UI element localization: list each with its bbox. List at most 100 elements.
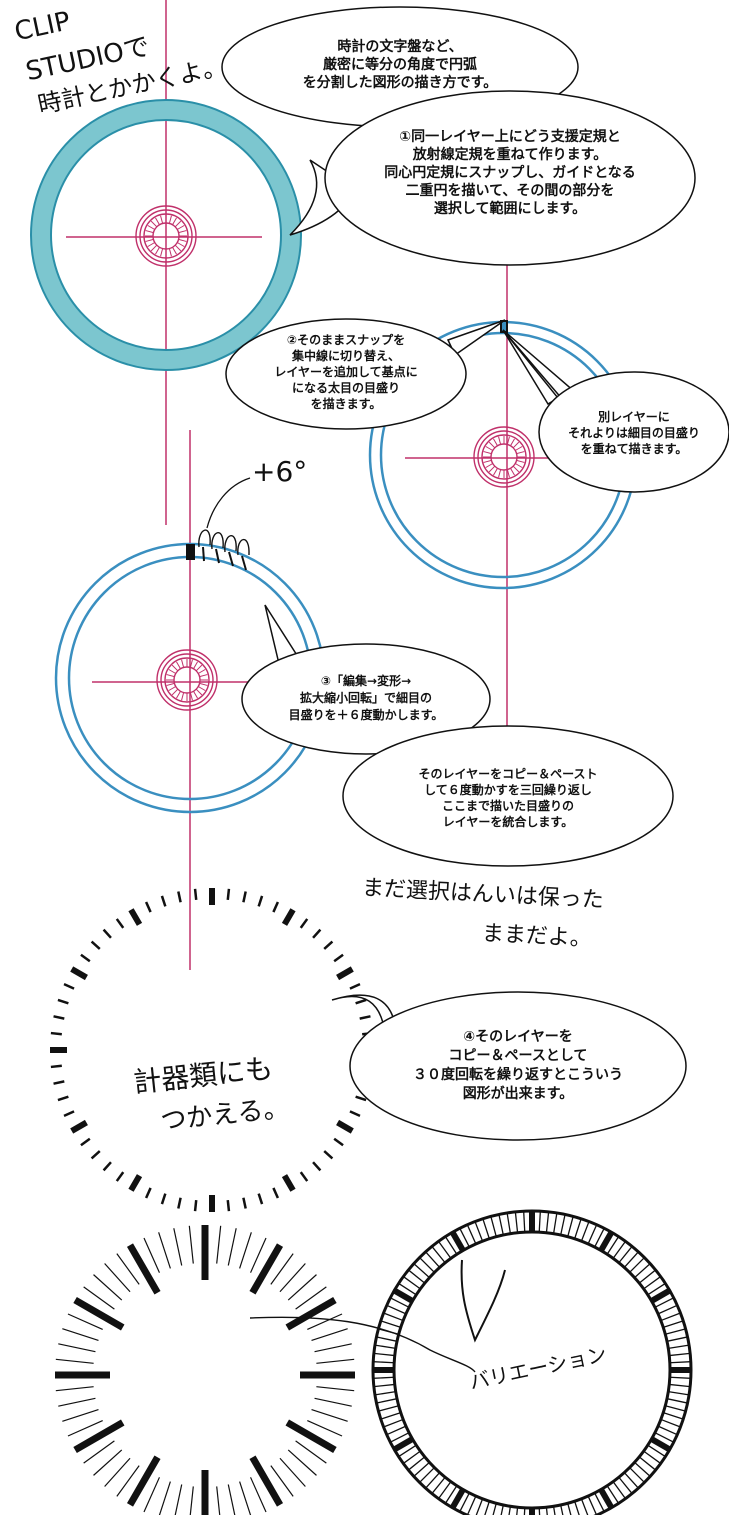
gauge-tick bbox=[55, 1358, 94, 1364]
gauge-tick bbox=[58, 1343, 96, 1353]
bubble-separate-layer-line: それよりは細目の目盛り bbox=[568, 426, 700, 440]
bezel-stripe bbox=[374, 1344, 396, 1350]
bezel-stripe bbox=[398, 1282, 417, 1296]
hub-spoke bbox=[147, 242, 155, 247]
dial-tick bbox=[242, 1197, 247, 1209]
variation-pointer-2 bbox=[249, 1316, 476, 1373]
figure-5-gauge bbox=[55, 1225, 355, 1515]
gauge-tick bbox=[216, 1486, 221, 1515]
bezel-stripe bbox=[438, 1240, 452, 1259]
hub-spoke bbox=[171, 664, 179, 672]
bezel-stripe bbox=[634, 1461, 651, 1477]
hub-spoke bbox=[193, 691, 198, 699]
gauge-tick bbox=[158, 1481, 171, 1515]
hub-spoke bbox=[510, 468, 515, 476]
gauge-tick bbox=[116, 1253, 140, 1285]
bezel-stripe bbox=[666, 1336, 688, 1342]
dial-tick bbox=[336, 966, 354, 981]
gauge-tick bbox=[314, 1397, 352, 1407]
hub-spoke bbox=[174, 244, 182, 252]
dial-tick bbox=[57, 1095, 69, 1102]
hub-spoke bbox=[178, 230, 187, 234]
gauge-tick bbox=[83, 1440, 115, 1464]
bezel-stripe bbox=[669, 1376, 691, 1379]
hub-spoke bbox=[189, 659, 193, 668]
dial-tick bbox=[349, 1110, 361, 1118]
hub-spoke bbox=[498, 469, 502, 478]
bezel-stripe bbox=[383, 1418, 404, 1428]
hub-ring bbox=[473, 426, 535, 488]
dial-tick bbox=[63, 1110, 75, 1118]
hub-spoke bbox=[506, 469, 510, 478]
hub-ring bbox=[139, 209, 193, 263]
dial-tick bbox=[355, 998, 367, 1005]
hub-spoke bbox=[199, 682, 208, 686]
bezel-stripe bbox=[665, 1405, 686, 1412]
dial-tick bbox=[359, 1015, 371, 1020]
gauge-tick bbox=[285, 1296, 337, 1331]
dial-tick bbox=[70, 1119, 88, 1134]
hub-ring bbox=[164, 657, 210, 703]
bezel-stripe bbox=[594, 1228, 605, 1248]
dial-tick bbox=[50, 1031, 62, 1036]
bezel-stripe bbox=[669, 1383, 691, 1388]
bezel-stripe bbox=[484, 1501, 490, 1515]
dial-tick bbox=[299, 1171, 309, 1182]
dial-tick bbox=[53, 1015, 65, 1020]
dial-tick bbox=[272, 1187, 280, 1199]
gauge-tick bbox=[307, 1313, 343, 1330]
bezel-stripe bbox=[449, 1230, 466, 1252]
bezel-stripe bbox=[383, 1312, 404, 1322]
hub-ring bbox=[143, 213, 189, 259]
bezel-stripe bbox=[538, 1507, 541, 1515]
bubble-step2-line: を描きます。 bbox=[310, 397, 382, 411]
bezel-stripe bbox=[594, 1492, 605, 1512]
gauge-tick bbox=[93, 1449, 123, 1476]
bezel-stripe bbox=[392, 1436, 414, 1453]
bezel-stripe bbox=[567, 1216, 574, 1237]
bezel-stripe bbox=[552, 1212, 558, 1234]
hub-spoke bbox=[488, 441, 496, 449]
hub-spoke bbox=[493, 438, 498, 446]
hub-ring bbox=[477, 430, 531, 484]
hub-spoke bbox=[199, 674, 208, 678]
bezel-stripe bbox=[587, 1495, 598, 1515]
dial-tick bbox=[102, 1161, 112, 1172]
gauge-tick bbox=[279, 1457, 306, 1487]
dial-tick bbox=[333, 1137, 344, 1147]
bubble-intro-line: を分割した図形の描き方です。 bbox=[302, 75, 498, 91]
dial-tick bbox=[281, 1174, 296, 1192]
bezel-stripe bbox=[612, 1240, 626, 1259]
gauge-tick bbox=[189, 1486, 194, 1515]
bezel-stripe bbox=[373, 1383, 395, 1388]
dial-tick bbox=[115, 1171, 125, 1182]
figure-6-bezel bbox=[371, 1209, 693, 1515]
gauge-tick bbox=[104, 1263, 131, 1293]
dial-tick bbox=[90, 1150, 101, 1160]
gauge-tick bbox=[314, 1343, 352, 1353]
dial-tick bbox=[80, 1137, 91, 1147]
gauge-tick bbox=[311, 1328, 348, 1341]
hub-spoke bbox=[177, 225, 185, 230]
bezel-stripe bbox=[580, 1221, 590, 1242]
gauge-tick bbox=[227, 1484, 236, 1515]
hub-ring bbox=[481, 434, 527, 480]
hub-spoke bbox=[145, 230, 154, 234]
bezel-stripe bbox=[657, 1425, 678, 1436]
gauge-tick bbox=[249, 1243, 284, 1295]
bezel-stripe bbox=[606, 1236, 620, 1255]
bezel-stripe bbox=[490, 1216, 497, 1237]
bubble-step3 bbox=[241, 643, 491, 755]
bezel-stripe bbox=[647, 1444, 666, 1458]
hub-ring bbox=[173, 666, 201, 694]
bezel-stripe bbox=[475, 1498, 484, 1515]
dial-tick bbox=[226, 1200, 231, 1212]
hub-spoke bbox=[172, 217, 177, 225]
dial-tick bbox=[323, 1150, 334, 1160]
gauge-tick bbox=[249, 1455, 284, 1507]
hub-ring bbox=[160, 653, 214, 707]
dial-tick bbox=[90, 940, 101, 950]
gauge-tick bbox=[83, 1286, 115, 1310]
bezel-stripe bbox=[580, 1498, 589, 1515]
bezel-stripe bbox=[492, 1503, 497, 1515]
